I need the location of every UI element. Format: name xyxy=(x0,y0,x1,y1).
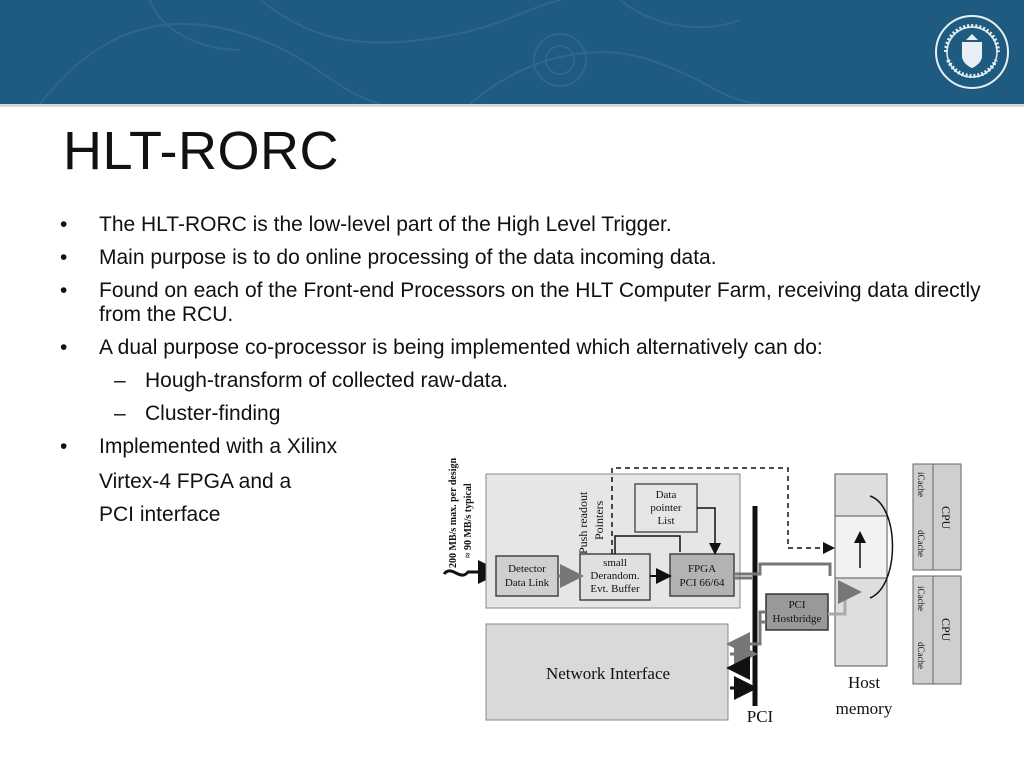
data-pointer-list-label: List xyxy=(657,515,674,527)
fpga-box xyxy=(669,553,735,597)
data-pointer-list-label: pointer xyxy=(650,502,681,514)
icache-label: iCache xyxy=(916,472,926,497)
bullet-continuation: Virtex-4 FPGA and a xyxy=(99,470,292,493)
detector-data-link-label: Data Link xyxy=(505,577,550,589)
ring-buffer-arc xyxy=(869,495,894,599)
dcache-label: dCache xyxy=(916,642,926,669)
bullet-text: The HLT-RORC is the low-level part of th… xyxy=(99,213,672,236)
bullet-item: • Found on each of the Front-end Process… xyxy=(60,279,1010,327)
host-memory-label: Host xyxy=(848,673,880,692)
derandom-buffer-label: Derandom. xyxy=(590,570,639,582)
fpga-host-link xyxy=(734,562,832,576)
host-memory-label: memory xyxy=(836,699,893,718)
derandom-buffer-box xyxy=(579,553,651,601)
hostbridge-net-arrow xyxy=(726,610,766,656)
fpga-label: PCI 66/64 xyxy=(680,577,725,589)
detector-data-link-label: Detector xyxy=(508,563,546,575)
list-to-fpga-arrow xyxy=(697,507,721,555)
data-pointer-list-box xyxy=(634,483,698,533)
rate-label-max: 200 MB/s max. per design xyxy=(448,457,459,568)
pci-bus-label: PCI xyxy=(747,707,774,726)
icache-label: iCache xyxy=(916,586,926,611)
bullet-marker: • xyxy=(60,435,68,458)
bullet-continuation: PCI interface xyxy=(99,503,221,526)
bullet-item: • The HLT-RORC is the low-level part of … xyxy=(60,213,1010,237)
banner-divider xyxy=(0,104,1024,107)
pointers-label: Pointers xyxy=(592,500,606,540)
bullet-item: • Main purpose is to do online processin… xyxy=(60,246,1010,270)
header-banner xyxy=(0,0,1024,104)
university-seal-icon xyxy=(935,15,1009,89)
banner-decoration xyxy=(39,0,761,104)
pci-hostbridge-box xyxy=(765,593,829,631)
bullet-text: Found on each of the Front-end Processor… xyxy=(99,279,981,326)
dcache-label: dCache xyxy=(916,530,926,557)
derandom-buffer-label: Evt. Buffer xyxy=(590,583,640,595)
sub-bullet-text: Hough-transform of collected raw-data. xyxy=(145,369,508,392)
host-memory-buffer xyxy=(834,515,888,579)
push-readout-label: Push readout xyxy=(576,491,590,554)
derandom-buffer-label: small xyxy=(603,557,627,569)
sub-bullet-text: Cluster-finding xyxy=(145,402,281,425)
bullet-item: • A dual purpose co-processor is being i… xyxy=(60,336,1010,360)
pointer-path xyxy=(614,535,681,554)
hostbridge-to-memory-arrow xyxy=(828,580,862,616)
sub-bullet-item: – Hough-transform of collected raw-data. xyxy=(60,369,1010,393)
pci-hostbridge-label: PCI xyxy=(788,599,805,611)
fpga-label: FPGA xyxy=(688,563,716,575)
bullet-text: Main purpose is to do online processing … xyxy=(99,246,717,269)
bullet-text: Implemented with a Xilinx xyxy=(99,435,338,458)
bullet-list: • The HLT-RORC is the low-level part of … xyxy=(60,213,1010,468)
detector-data-link-box xyxy=(495,555,559,597)
rate-label-typical: ≈ 90 MB/s typical xyxy=(463,483,474,558)
input-arrow xyxy=(442,560,502,584)
cpu-label: CPU xyxy=(939,506,953,530)
sub-bullet-item: – Cluster-finding xyxy=(60,402,1010,426)
bullet-text: A dual purpose co-processor is being imp… xyxy=(99,336,823,359)
bullet-item: • Implemented with a Xilinx xyxy=(60,435,1010,459)
pci-hostbridge-label: Hostbridge xyxy=(773,613,822,625)
slide-title: HLT-RORC xyxy=(63,121,340,181)
sub-bullet-marker: – xyxy=(114,402,126,425)
data-pointer-list-label: Data xyxy=(656,489,677,501)
hlt-rorc-diagram: 200 MB/s max. per design ≈ 90 MB/s typic… xyxy=(442,457,962,726)
bullet-marker: • xyxy=(60,246,68,269)
network-interface-label: Network Interface xyxy=(546,664,670,683)
bullet-marker: • xyxy=(60,279,68,302)
cpu-box xyxy=(912,463,962,571)
cpu-box xyxy=(912,575,962,685)
dma-dashed-path xyxy=(611,467,835,554)
bullet-marker: • xyxy=(60,336,68,359)
sub-bullet-marker: – xyxy=(114,369,126,392)
network-interface-box xyxy=(485,623,729,721)
bullet-marker: • xyxy=(60,213,68,236)
cpu-label: CPU xyxy=(939,618,953,642)
